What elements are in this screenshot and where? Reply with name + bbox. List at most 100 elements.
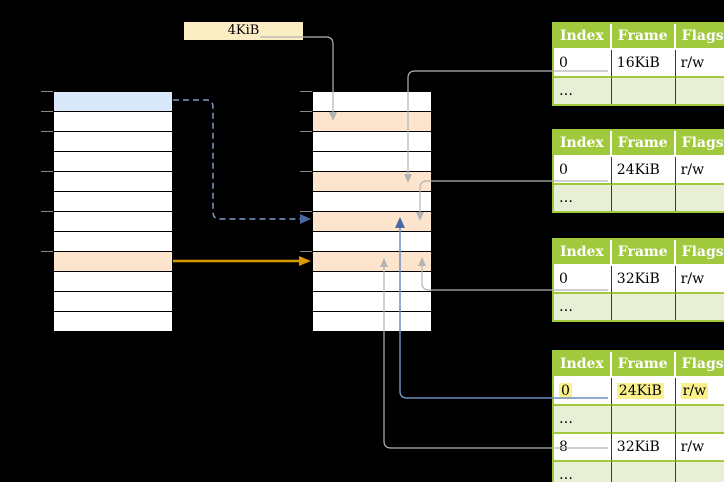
column-header-index: Index — [554, 131, 612, 157]
address-tick — [41, 111, 53, 112]
physical-memory-column — [312, 91, 432, 332]
physical-memory-column-row-5 — [313, 192, 431, 212]
table-cell-value: 0 — [559, 162, 568, 178]
table-cell: 0 — [554, 266, 612, 294]
virtual-memory-column-row-2 — [54, 132, 172, 152]
table-cell: 32KiB — [611, 266, 676, 294]
table-cell-value: r/w — [680, 55, 705, 71]
table-cell-value: r/w — [680, 271, 705, 287]
virtual-memory-column-row-0 — [54, 92, 172, 112]
virtual-memory-column-row-1 — [54, 112, 172, 132]
table-row: 0 24KiB r/w — [554, 157, 724, 185]
table-cell-value: r/w — [680, 439, 705, 455]
table-cell-value: 8 — [559, 439, 568, 455]
column-header-frame: Frame — [611, 131, 676, 157]
column-header-flags: Flags — [675, 240, 724, 266]
table-cell — [675, 185, 724, 211]
table-row: … — [554, 78, 724, 104]
table-cell-value: … — [559, 190, 573, 206]
column-header-flags: Flags — [675, 352, 724, 378]
physical-memory-column-row-11 — [313, 312, 431, 331]
table-cell: r/w — [675, 434, 724, 462]
table-cell — [675, 78, 724, 104]
arrow-virtual-blue-mapping — [173, 99, 311, 224]
table-row: 8 32KiB r/w — [554, 434, 724, 462]
virtual-memory-column-row-3 — [54, 152, 172, 172]
table-cell-value: … — [559, 411, 573, 427]
column-header-index: Index — [554, 352, 612, 378]
column-header-frame: Frame — [611, 352, 676, 378]
virtual-memory-column-row-6 — [54, 212, 172, 232]
table-cell-value: … — [559, 83, 573, 99]
table-row: … — [554, 294, 724, 320]
column-header-frame: Frame — [611, 240, 676, 266]
table-cell: 24KiB — [611, 378, 676, 406]
physical-memory-column-row-10 — [313, 292, 431, 312]
physical-memory-column-row-7 — [313, 232, 431, 252]
physical-memory-column-row-9 — [313, 272, 431, 292]
table-cell — [611, 185, 676, 211]
column-header-flags: Flags — [675, 131, 724, 157]
address-tick — [41, 251, 53, 252]
physical-memory-column-row-3 — [313, 152, 431, 172]
table-cell: … — [554, 406, 612, 434]
virtual-memory-column-row-7 — [54, 232, 172, 252]
table-cell — [611, 78, 676, 104]
table-row: … — [554, 462, 724, 482]
address-tick — [300, 211, 312, 212]
table-cell: 32KiB — [611, 434, 676, 462]
table-cell — [611, 462, 676, 482]
table-row: … — [554, 406, 724, 434]
table-cell: r/w — [675, 266, 724, 294]
virtual-memory-column-row-9 — [54, 272, 172, 292]
physical-memory-column-row-2 — [313, 132, 431, 152]
table-cell: … — [554, 185, 612, 211]
address-tick — [41, 131, 53, 132]
table-cell: r/w — [675, 157, 724, 185]
table-cell: 0 — [554, 378, 612, 406]
physical-memory-column-row-0 — [313, 92, 431, 112]
table-cell-value: r/w — [680, 162, 705, 178]
table-cell-value: 32KiB — [616, 439, 660, 455]
address-tick — [300, 111, 312, 112]
column-header-index: Index — [554, 24, 612, 50]
physical-memory-column-row-1 — [313, 112, 431, 132]
table-row: … — [554, 185, 724, 211]
arrow-virtual-orange-mapping — [173, 256, 311, 266]
table-cell: … — [554, 294, 612, 320]
table-cell — [611, 294, 676, 320]
table-cell: 0 — [554, 50, 612, 78]
physical-memory-column-row-6 — [313, 212, 431, 232]
address-tick — [300, 251, 312, 252]
virtual-memory-column-row-11 — [54, 312, 172, 331]
address-tick — [41, 211, 53, 212]
table-cell — [675, 406, 724, 434]
table-cell-value: 0 — [559, 383, 572, 399]
table-cell-value: 24KiB — [616, 162, 660, 178]
virtual-memory-column-row-10 — [54, 292, 172, 312]
table-cell-value: … — [559, 299, 573, 315]
column-header-flags: Flags — [675, 24, 724, 50]
table-cell — [611, 406, 676, 434]
virtual-memory-column-row-5 — [54, 192, 172, 212]
column-header-frame: Frame — [611, 24, 676, 50]
virtual-memory-column — [53, 91, 173, 332]
column-header-index: Index — [554, 240, 612, 266]
table-cell: 8 — [554, 434, 612, 462]
page-size-label: 4KiB — [184, 22, 303, 40]
address-tick — [41, 91, 53, 92]
table-cell: … — [554, 78, 612, 104]
table-cell-value: r/w — [680, 383, 709, 399]
table-cell-value: 0 — [559, 271, 568, 287]
